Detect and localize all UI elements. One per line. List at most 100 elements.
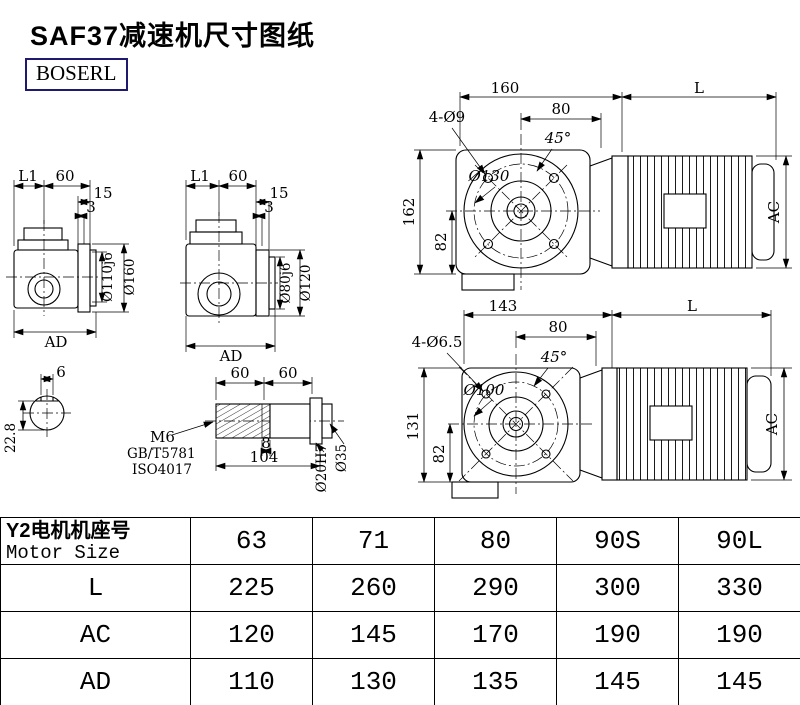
- input-boss: [23, 227, 63, 241]
- dim-label-162: 162: [400, 198, 418, 227]
- dim-label-143: 143: [489, 297, 518, 315]
- dim-label-60b: 60: [278, 364, 297, 382]
- side-view-2: L1 60 15 3 Ø80j6 Ø120 AD: [180, 167, 314, 365]
- dim-label-82: 82: [432, 232, 450, 251]
- dim-label-dia130: Ø130: [468, 167, 510, 185]
- motor-nameplate: [649, 405, 693, 441]
- shaft-end: [321, 403, 333, 439]
- dim-label-L1: L1: [190, 167, 210, 185]
- dim-label-60: 60: [55, 167, 74, 185]
- leader-line: [329, 423, 345, 445]
- dim-label-22.8: 22.8: [3, 423, 19, 453]
- mounting-foot: [451, 481, 499, 499]
- dim-label-82: 82: [430, 444, 448, 463]
- mounting-foot: [461, 273, 515, 291]
- row-label: AD: [0, 658, 191, 705]
- motor-size-cell: 71: [312, 517, 435, 565]
- output-bore-inner: [206, 281, 232, 307]
- input-boss-step: [17, 239, 69, 251]
- dim-label-3: 3: [86, 198, 96, 216]
- dim-label-dia80: Ø80j6: [278, 262, 294, 303]
- dim-label-15: 15: [93, 184, 112, 202]
- bolt-hole: [481, 389, 491, 399]
- label-standard-gb: GB/T5781: [127, 446, 196, 462]
- brand-logo: BOSERL: [25, 58, 128, 91]
- input-boss: [195, 219, 237, 233]
- bolt-hole: [482, 172, 494, 184]
- dim-label-dia110: Ø110j6: [100, 252, 116, 302]
- dim-label-80: 80: [551, 100, 570, 118]
- dim-label-dia35: Ø35: [334, 444, 350, 472]
- row-label: AC: [0, 611, 191, 659]
- dim-label-60a: 60: [230, 364, 249, 382]
- bolt-hole: [482, 238, 494, 250]
- table-cell: 110: [190, 658, 313, 705]
- dim-label-AD: AD: [219, 347, 243, 365]
- input-boss-step: [189, 231, 243, 245]
- dim-label-dia160: Ø160: [122, 259, 138, 296]
- motor-size-cell: 90L: [678, 517, 800, 565]
- shaft-section-plain: [269, 403, 311, 439]
- centerline-diagonal: [458, 366, 574, 482]
- dim-label-AC: AC: [765, 201, 783, 224]
- bolt-hole: [541, 389, 551, 399]
- table-cell: 145: [678, 658, 800, 705]
- dim-label-dia20H7: Ø20H7: [314, 444, 330, 493]
- header-cell: Y2电机机座号 Motor Size: [0, 517, 191, 565]
- dim-label-bolt-holes: 4-Ø6.5: [412, 333, 463, 351]
- table-cell: 190: [678, 611, 800, 659]
- dim-label-AD: AD: [44, 333, 68, 351]
- dim-label-15: 15: [269, 184, 288, 202]
- table-cell: 225: [190, 564, 313, 612]
- table-cell: 145: [556, 658, 679, 705]
- table-header-row: Y2电机机座号 Motor Size 63 71 80 90S 90L: [0, 517, 800, 565]
- dim-label-45deg: 45°: [540, 348, 568, 366]
- dim-label-131: 131: [404, 412, 422, 441]
- dim-label-AC: AC: [763, 413, 781, 436]
- page-title: SAF37减速机尺寸图纸: [30, 21, 316, 51]
- table-cell: 290: [434, 564, 557, 612]
- gear-housing: [13, 249, 79, 309]
- dim-label-3: 3: [264, 198, 274, 216]
- centerline-diagonal: [474, 164, 568, 258]
- dim-label-L: L: [694, 79, 704, 97]
- table-cell: 190: [556, 611, 679, 659]
- dim-label-6: 6: [56, 363, 66, 381]
- shaft-detail: 60 60 M6 GB/T5781 ISO4017 8 104 Ø20H7 Ø3…: [127, 364, 350, 492]
- row-label: L: [0, 564, 191, 612]
- table-cell: 300: [556, 564, 679, 612]
- dim-label-dia120: Ø120: [298, 265, 314, 302]
- table-cell: 170: [434, 611, 557, 659]
- side-view-1: L1 60 15 3 Ø110j6 Ø160 AD: [6, 167, 138, 351]
- table-cell: 260: [312, 564, 435, 612]
- motor-size-cell: 63: [190, 517, 313, 565]
- fan-cover: [746, 375, 772, 473]
- bolt-hole: [541, 449, 551, 459]
- dim-label-160: 160: [491, 79, 520, 97]
- leader-line: [451, 127, 486, 175]
- dim-label-L1: L1: [18, 167, 38, 185]
- table-cell: 135: [434, 658, 557, 705]
- table-row-AD: AD 110 130 135 145 145: [0, 658, 800, 705]
- dim-label-bolt-holes: 4-Ø9: [429, 108, 465, 126]
- dim-label-dia100: Ø100: [463, 381, 505, 399]
- front-view-1: 160 L 80 4-Ø9 45° Ø130 162 82 AC: [400, 79, 792, 291]
- gear-housing: [185, 243, 257, 317]
- dim-label-104: 104: [250, 448, 279, 466]
- table-row-AC: AC 120 145 170 190 190: [0, 611, 800, 659]
- table-row-L: L 225 260 290 300 330: [0, 564, 800, 612]
- table-cell: 145: [312, 611, 435, 659]
- header-label-en: Motor Size: [6, 542, 121, 565]
- shaft-cross-section: 6 22.8: [3, 363, 71, 453]
- dim-label-8: 8: [261, 434, 271, 452]
- motor-nameplate: [663, 193, 707, 229]
- motor-flange: [611, 155, 629, 269]
- table-cell: 130: [312, 658, 435, 705]
- bolt-hole: [548, 172, 560, 184]
- leader-line: [536, 148, 553, 172]
- flange-boss: [89, 249, 97, 307]
- motor-size-cell: 80: [434, 517, 557, 565]
- leader-line: [533, 367, 549, 387]
- label-thread-M6: M6: [150, 428, 175, 446]
